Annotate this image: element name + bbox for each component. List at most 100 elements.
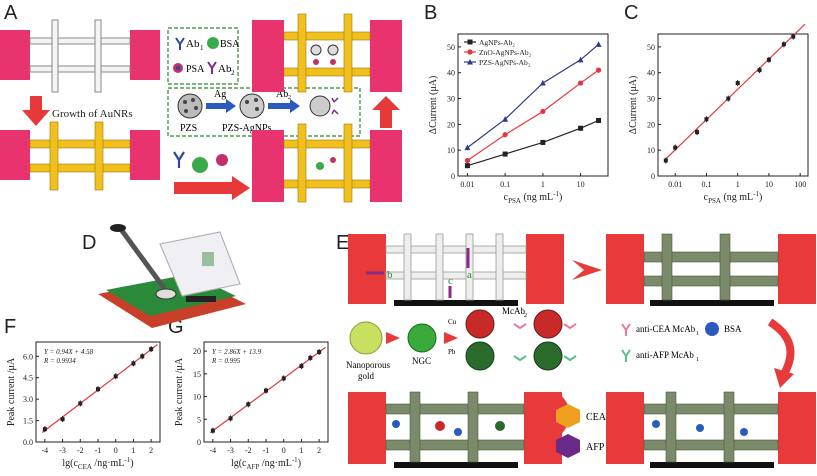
x-tick-label: -2: [77, 446, 84, 455]
y-tick-label: 50: [447, 43, 455, 52]
panel-letter-d: D: [82, 232, 97, 254]
data-point: [464, 163, 470, 169]
legend-marker: [467, 39, 473, 45]
y-tick-label: 4.5: [23, 374, 33, 383]
x-tick-label: -4: [42, 446, 49, 455]
y-tick-label: 40: [647, 69, 655, 78]
y-tick-label: 6.0: [23, 352, 33, 361]
data-point: [228, 416, 233, 421]
data-point: [577, 56, 584, 63]
growth-arrow: [22, 96, 50, 126]
data-point: [42, 427, 47, 432]
anti-afp-icon: [621, 349, 631, 362]
data-point: [577, 80, 584, 86]
panel-letter-a: A: [4, 2, 18, 24]
x-tick-label: -1: [95, 446, 102, 455]
data-point: [210, 428, 215, 433]
data-point: [149, 347, 154, 352]
synth-ab2: Ab: [276, 89, 288, 100]
legend-label: AgNPs-Ab₂: [479, 38, 515, 47]
data-point: [578, 125, 584, 131]
data-point: [540, 139, 546, 145]
data-point: [60, 417, 65, 422]
data-point: [735, 81, 740, 86]
legend-anti-cea-sub: 1: [696, 331, 699, 337]
fit-annotation: Y = 2.86X + 13.9: [212, 348, 262, 356]
label-a: a: [467, 269, 472, 281]
data-point: [299, 364, 304, 369]
anti-cea-icon: [621, 323, 631, 336]
assembly-arrow: [174, 176, 250, 200]
x-tick-label: -4: [210, 446, 217, 455]
electrode-modified: [606, 391, 816, 468]
pzs-sphere-icon: [177, 93, 203, 119]
y-tick-label: 30: [447, 95, 455, 104]
data-point: [539, 80, 546, 86]
x-tick-label: 0: [282, 446, 286, 455]
x-axis-label: cPSA (ng mL-1): [704, 190, 763, 205]
ngc-icon: [407, 323, 437, 353]
signal-arrow: [372, 96, 400, 128]
label-nanoporous-gold-2: gold: [358, 371, 375, 381]
x-tick-label: 10: [577, 180, 585, 189]
ab1-icon: [175, 37, 185, 50]
legend-bsa: BSA: [220, 39, 240, 50]
data-point: [264, 388, 268, 393]
fit-annotation: Y = 0.94X + 4.58: [44, 348, 94, 356]
panel-letter-e: E: [336, 232, 350, 254]
data-point: [131, 361, 136, 366]
data-point: [140, 354, 145, 359]
data-point: [113, 374, 118, 379]
data-point: [502, 151, 508, 157]
fit-annotation: R = 0.9934: [43, 357, 76, 365]
legend-anti-afp-sub: 1: [696, 357, 699, 363]
x-tick-label: 0.01: [460, 180, 474, 189]
data-point: [704, 117, 709, 122]
y-tick-label: 10: [647, 146, 655, 155]
y-axis-label: Peak current /μA: [174, 357, 185, 426]
x-tick-label: 2: [149, 446, 153, 455]
data-point: [502, 116, 509, 122]
synth-pzs: PZS: [180, 123, 197, 134]
legend-afp: AFP: [586, 442, 605, 453]
x-tick-label: -2: [245, 446, 252, 455]
label-b: b: [387, 269, 393, 281]
data-point: [502, 132, 508, 138]
label-mcab2: McAb: [502, 306, 525, 316]
y-tick-label: 0: [451, 172, 455, 181]
data-point: [317, 350, 322, 354]
y-tick-label: 20: [193, 347, 201, 356]
x-tick-label: 1: [299, 446, 303, 455]
data-point: [595, 41, 602, 47]
x-tick-label: 10: [765, 180, 773, 189]
data-point: [757, 68, 762, 73]
panel-d-device: [98, 224, 246, 328]
ab2-icon: [207, 61, 217, 74]
pzs-agnps-icon: [239, 93, 265, 119]
data-point: [464, 157, 471, 164]
legend-ab1-sub: 1: [200, 44, 204, 52]
legend-cea: CEA: [586, 412, 607, 423]
conjugate-icon: [309, 95, 339, 117]
data-point: [596, 117, 602, 123]
y-axis-label: ΔCurrent (μA): [628, 76, 639, 135]
y-tick-label: 0: [197, 438, 201, 447]
plot-frame: [657, 33, 809, 177]
y-tick-label: 40: [447, 69, 455, 78]
y-tick-label: 20: [647, 120, 655, 129]
pb-ngc-icon: [465, 341, 495, 371]
afp-probe-icon: [533, 341, 563, 371]
legend-ab1: Ab: [186, 38, 200, 50]
label-mcab2-sub: 2: [524, 313, 527, 319]
data-point: [540, 108, 546, 115]
panel-letter-b: B: [424, 2, 438, 24]
legend-label: PZS-AgNPs-Ab₂: [479, 58, 531, 67]
y-tick-label: 30: [647, 95, 655, 104]
label-c: c: [448, 275, 453, 287]
x-tick-label: -3: [227, 446, 234, 455]
y-tick-label: 5: [197, 415, 201, 424]
panel-e-schematic: a b c Nanoporous gold NGC Cu Pb McAb 2 a…: [346, 233, 816, 468]
data-point: [791, 34, 796, 39]
legend-ab2: Ab: [218, 63, 232, 75]
